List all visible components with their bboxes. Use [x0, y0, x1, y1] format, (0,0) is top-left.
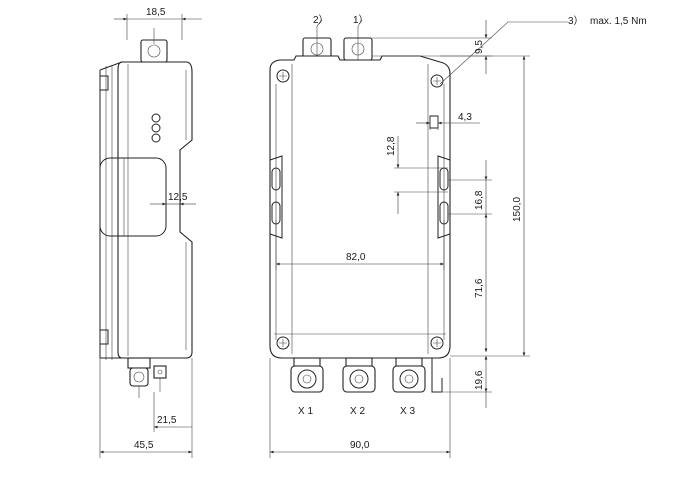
side-bottom-connector: [127, 357, 167, 398]
screw-top-left-icon: [276, 69, 290, 83]
dim-front-slot-spacing: 12,8: [386, 136, 397, 156]
front-view: 2） 1）: [269, 14, 647, 458]
callout-3: 3）: [568, 15, 584, 27]
callout-1: 1）: [353, 14, 369, 26]
dim-front-total-width: 90,0: [350, 440, 370, 451]
port-x3-connector: [392, 357, 426, 393]
port-x1-connector: [290, 357, 324, 393]
dim-side-bottom-connector: 21,5: [157, 415, 177, 426]
led-3-icon: [151, 133, 161, 143]
callout-2: 2）: [313, 14, 329, 26]
dim-front-total-height: 150,0: [512, 197, 523, 222]
side-housing: [117, 61, 193, 359]
port-x2-connector: [342, 357, 376, 393]
torque-note: max. 1,5 Nm: [590, 16, 647, 27]
port-x2-label: X 2: [350, 406, 365, 417]
dim-side-depth: 12,5: [168, 192, 188, 203]
earth-clip-icon: [431, 358, 443, 393]
front-housing: [269, 55, 451, 359]
dim-side-connector-width: 18,5: [146, 7, 166, 18]
led-2-icon: [151, 123, 161, 133]
dim-front-bottom: 19,6: [474, 370, 485, 390]
dim-side-total-width: 45,5: [134, 440, 154, 451]
dim-front-slot-height: 16,8: [474, 190, 485, 210]
screw-bottom-right-icon: [430, 336, 444, 350]
port-x3-label: X 3: [400, 406, 415, 417]
screw-bottom-left-icon: [276, 336, 290, 350]
dim-front-notch: 4,3: [458, 112, 472, 123]
dim-front-mid: 71,6: [474, 278, 485, 298]
side-view: 18,5 12,5 21,5 45,5: [99, 7, 202, 458]
dim-front-hole-spacing: 82,0: [346, 252, 366, 263]
side-recess: [99, 157, 167, 237]
dim-front-top: 9,5: [474, 40, 485, 54]
led-1-icon: [151, 113, 161, 123]
side-top-connector: [136, 28, 174, 63]
port-x1-label: X 1: [298, 406, 313, 417]
front-top-connector-1: [343, 19, 373, 76]
